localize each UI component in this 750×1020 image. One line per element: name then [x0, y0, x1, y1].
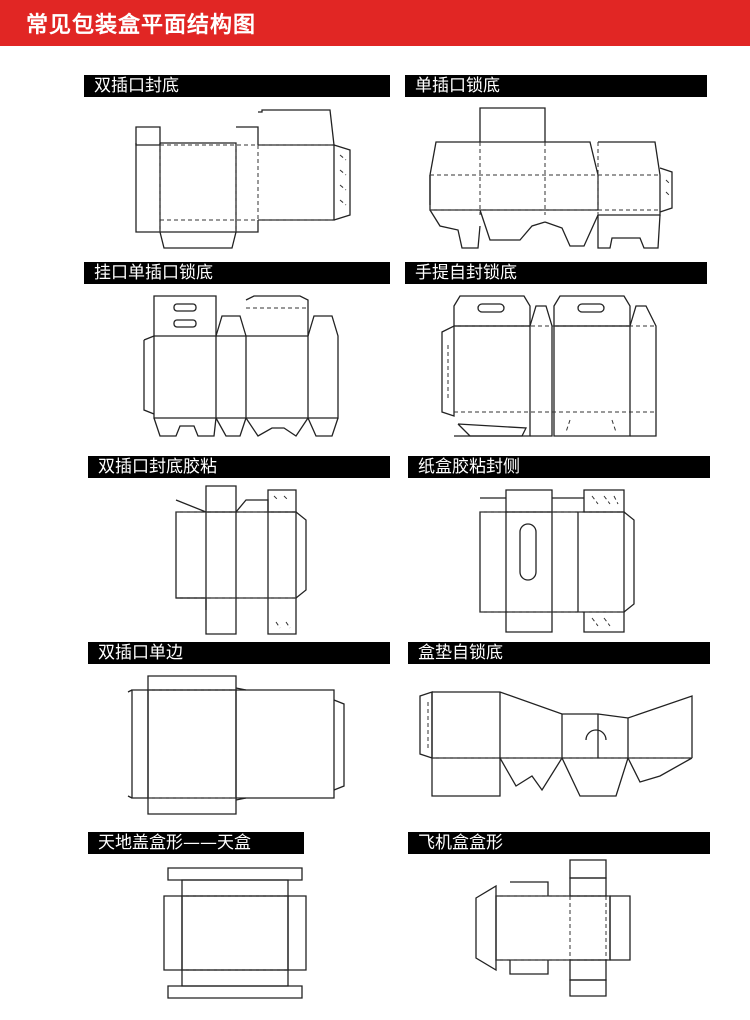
header-bar: 常见包装盒平面结构图 — [0, 0, 750, 46]
diagram-hanger-single-tuck-lock-bottom — [143, 295, 339, 437]
diagram-pad-self-lock-bottom — [419, 691, 693, 797]
label-handle-self-lock-bottom: 手提自封锁底 — [405, 262, 707, 284]
diagram-handle-self-lock-bottom — [441, 295, 657, 437]
diagram-glued-side-box — [479, 489, 635, 633]
diagram-mailer-box — [475, 859, 631, 997]
page-title: 常见包装盒平面结构图 — [26, 13, 257, 38]
diagram-double-tuck-seal-bottom — [135, 109, 351, 249]
label-lid-base-box: 天地盖盒形——天盒 — [88, 832, 304, 854]
label-double-tuck-glued-bottom: 双插口封底胶粘 — [88, 456, 390, 478]
label-single-tuck-lock-bottom: 单插口锁底 — [405, 75, 707, 97]
label-pad-self-lock-bottom: 盒垫自锁底 — [408, 642, 710, 664]
label-mailer-box: 飞机盒盒形 — [408, 832, 710, 854]
diagram-lid-base-box — [163, 867, 307, 999]
diagram-single-tuck-lock-bottom — [429, 107, 673, 249]
label-glued-side-box: 纸盒胶粘封侧 — [408, 456, 710, 478]
diagram-double-tuck-glued-bottom — [175, 485, 307, 635]
label-double-tuck-seal-bottom: 双插口封底 — [84, 75, 390, 97]
label-double-tuck-single-side: 双插口单边 — [88, 642, 390, 664]
label-hanger-single-tuck-lock-bottom: 挂口单插口锁底 — [84, 262, 390, 284]
diagram-double-tuck-single-side — [127, 675, 345, 815]
